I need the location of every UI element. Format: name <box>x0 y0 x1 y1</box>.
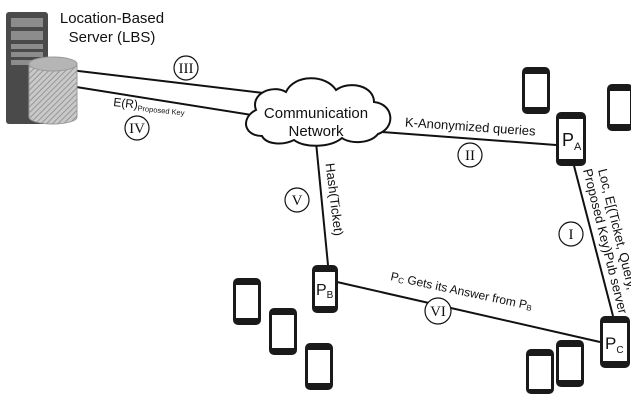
phone-pc-label: PC <box>605 334 624 356</box>
link-ii-line <box>381 131 557 146</box>
link-i-line <box>571 157 614 317</box>
phone-icon <box>233 278 261 325</box>
step-marker-iii: III <box>173 55 199 81</box>
server-label-line1: Location-Based <box>60 10 164 27</box>
connection-lines <box>69 69 614 343</box>
phone-pa-label: PA <box>562 130 582 153</box>
hash-ticket-label: Hash(Ticket) <box>323 162 347 236</box>
step-ii-text: II <box>465 148 475 164</box>
phone-icon <box>526 349 554 394</box>
step-v-text: V <box>292 193 303 209</box>
database-cylinder-icon <box>28 56 78 125</box>
link-iv-line <box>69 85 259 117</box>
step-iii-text: III <box>179 61 194 77</box>
phone-pb: PB <box>312 265 338 313</box>
phone-pb-label: PB <box>316 282 334 301</box>
phone-icon <box>305 343 333 390</box>
step-i-text: I <box>569 227 574 243</box>
step-marker-vi: VI <box>424 297 452 325</box>
phone-icon <box>522 67 550 114</box>
pc-answer-from-pb-label: PC Gets its Answer from PB <box>389 269 533 313</box>
phone-icon <box>269 308 297 355</box>
step-iv-text: IV <box>129 121 145 137</box>
communication-network-cloud <box>245 77 392 147</box>
step-marker-v: V <box>284 187 310 213</box>
phone-pa: PA <box>556 112 586 166</box>
step-vi-text: VI <box>430 304 446 320</box>
phone-icon <box>607 84 631 131</box>
phone-pc: PC <box>600 316 630 368</box>
link-v-line <box>315 141 329 266</box>
phone-icon <box>556 340 584 387</box>
link-vi-line <box>336 281 601 343</box>
link-iii-line <box>69 69 281 96</box>
step-marker-ii: II <box>457 142 483 168</box>
step-marker-iv: IV <box>124 115 150 141</box>
network-label-line1: Communication <box>264 105 368 122</box>
server-label-line2: Server (LBS) <box>69 29 156 46</box>
network-label-line2: Network <box>288 123 344 140</box>
step-marker-i: I <box>558 221 584 247</box>
